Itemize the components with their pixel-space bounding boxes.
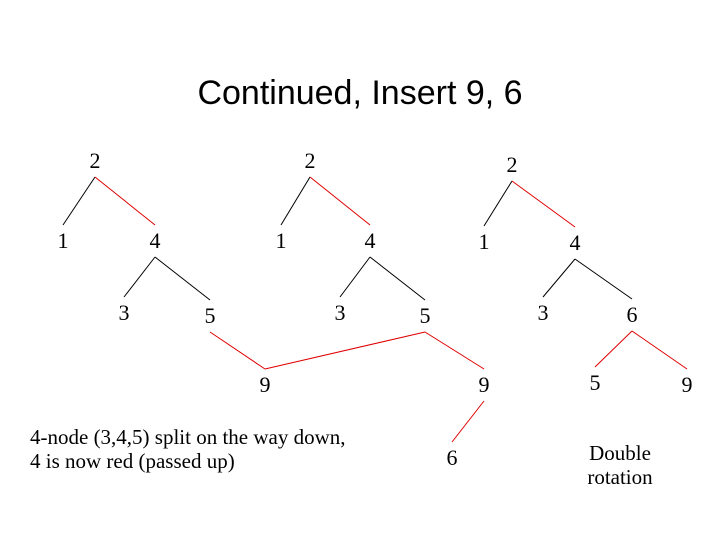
tree1-edge-5 [209,331,266,370]
caption-rotation-line2: rotation [587,465,653,489]
stray-node-6: 6 [447,445,458,470]
tree3-edge-2 [511,180,576,228]
tree3-edge-4 [574,258,633,300]
tree3-node-6: 6 [627,302,638,327]
tree2-edge-1 [280,176,311,226]
caption-split-line1: 4-node (3,4,5) split on the way down, [30,425,346,449]
tree2-node-3: 3 [335,300,346,325]
tree2-edge-5 [264,331,426,370]
tree3-node-4: 4 [570,230,581,255]
tree2-edge-9-6 [451,400,485,443]
nodes-layer: 2 1 4 3 5 2 1 4 3 5 9 2 1 4 3 6 5 9 9 6 [58,148,693,470]
tree2-node-9: 9 [260,372,271,397]
caption-split-line2: 4 is now red (passed up) [30,449,235,473]
slide-title: Continued, Insert 9, 6 [197,74,523,112]
tree3-node-9: 9 [682,372,693,397]
tree1-node-5: 5 [205,303,216,328]
tree2-edge-4 [369,256,426,301]
tree1-edge-4 [154,256,211,301]
tree3-edge-1 [483,180,513,227]
tree3-node-5: 5 [590,370,601,395]
tree3-edge-6 [631,330,688,370]
tree1-node-2: 2 [90,148,101,173]
tree1-edge-1 [62,176,96,226]
tree2-node-5: 5 [420,303,431,328]
tree1-node-4: 4 [150,228,161,253]
tree1-node-3: 3 [119,300,130,325]
tree2-node-1: 1 [276,228,287,253]
caption-split: 4-node (3,4,5) split on the way down, 4 … [30,425,346,473]
tree2-node-9-lower: 9 [479,372,490,397]
tree2-edge-5-9 [424,331,485,370]
tree1-edge-3 [123,256,156,298]
tree2-edge-3 [339,256,371,298]
tree1-edge-2 [94,176,156,226]
tree2-edge-2 [309,176,371,226]
tree3-node-1: 1 [479,229,490,254]
tree2-node-2: 2 [305,148,316,173]
caption-rotation-line1: Double [589,441,651,465]
tree3-node-2: 2 [507,152,518,177]
tree1-node-1: 1 [58,228,69,253]
caption-rotation: Double rotation [560,441,680,489]
tree3-node-3: 3 [538,300,549,325]
tree3-edge-3 [542,258,576,298]
tree3-edge-5 [594,330,633,368]
edges-layer [62,176,688,443]
tree2-node-4: 4 [365,228,376,253]
